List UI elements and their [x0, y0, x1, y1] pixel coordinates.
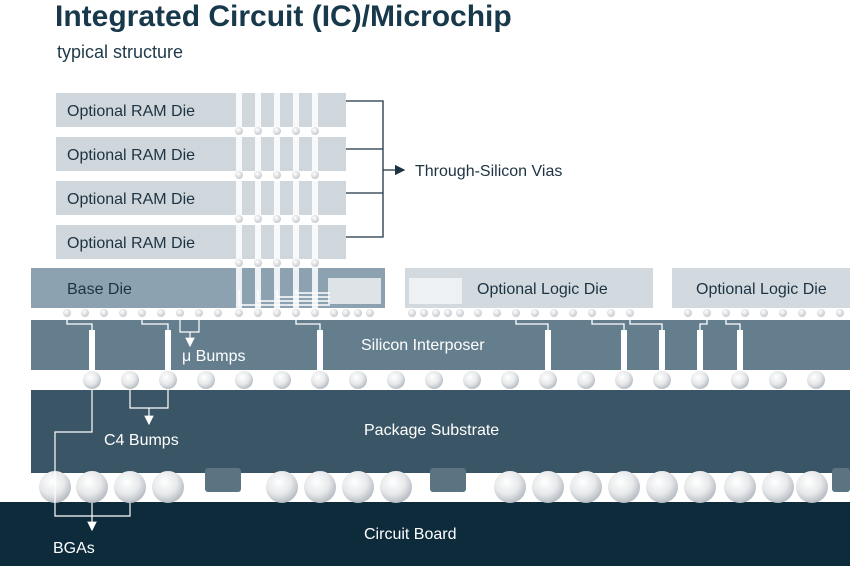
page-subtitle: typical structure: [57, 42, 184, 62]
via-column: [293, 93, 299, 308]
interposer-wiring: [66, 317, 741, 332]
through-silicon-vias: [235, 93, 330, 308]
substrate-label: Package Substrate: [364, 422, 499, 439]
bga-pads: [205, 468, 850, 492]
c4-bumps: [83, 371, 825, 389]
micro-bumps: [63, 309, 844, 317]
interposer-label: Silicon Interposer: [361, 337, 485, 354]
logic-die-1-block: [409, 278, 462, 304]
via-column: [274, 93, 280, 308]
via-column: [236, 93, 242, 308]
base-die-block: [328, 278, 381, 304]
ram-die-label: Optional RAM Die: [67, 147, 195, 164]
via-column: [255, 93, 261, 308]
circuit-board: [0, 502, 850, 566]
page-title: Integrated Circuit (IC)/Microchip: [55, 0, 512, 33]
tsv-label: Through-Silicon Vias: [415, 163, 562, 180]
ram-die-label: Optional RAM Die: [67, 235, 195, 252]
tsv-bracket: [346, 100, 406, 238]
bga-balls: [39, 471, 828, 503]
logic-die-1-label: Optional Logic Die: [477, 281, 608, 298]
board-label: Circuit Board: [364, 526, 456, 543]
ram-die-stack: [56, 93, 346, 259]
logic-die-2-label: Optional Logic Die: [696, 281, 827, 298]
base-die-label: Base Die: [67, 281, 132, 298]
via-column: [312, 93, 318, 308]
ram-die-label: Optional RAM Die: [67, 191, 195, 208]
interposer-vias: [89, 330, 743, 372]
logic-die-2: [672, 268, 850, 308]
ram-die-label: Optional RAM Die: [67, 103, 195, 120]
callout-lines: [54, 316, 200, 532]
c4-bumps-label: C4 Bumps: [104, 432, 179, 449]
micro-bumps-label: μ Bumps: [182, 348, 245, 365]
bgas-label: BGAs: [53, 540, 95, 557]
